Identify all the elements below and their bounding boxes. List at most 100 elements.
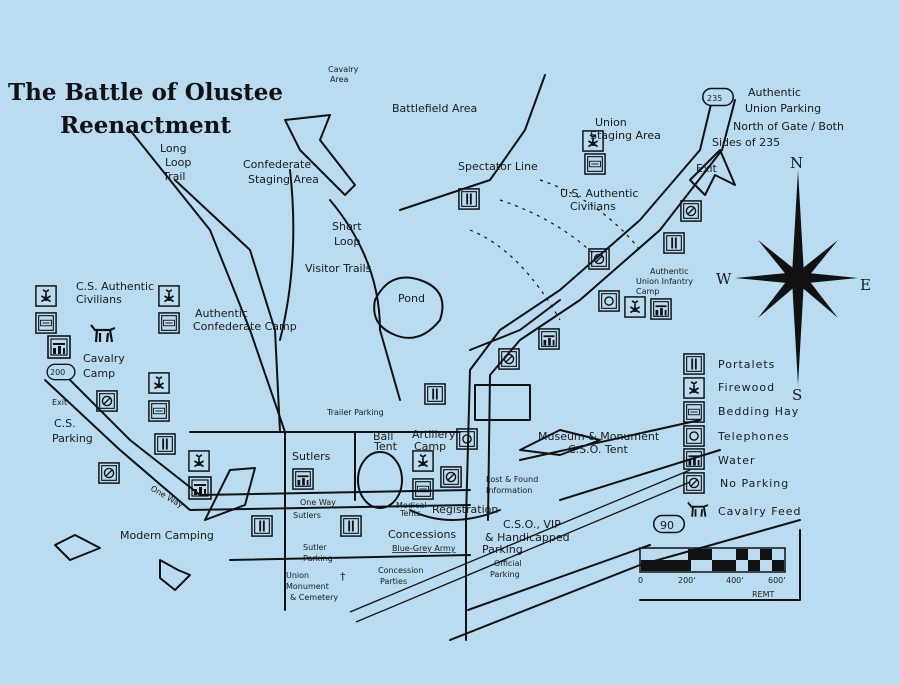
water-icon: [189, 477, 211, 499]
label-short-loop: Short: [332, 220, 362, 233]
label-union-staging: Union: [595, 116, 627, 129]
label-confederate-camp-2: Confederate Camp: [193, 320, 297, 333]
legend-telephone-icon: [684, 426, 704, 446]
compass-s: S: [792, 386, 802, 404]
label-cs-civilians: C.S. Authentic: [76, 280, 154, 293]
label-exit-west: Exit: [52, 398, 67, 407]
compass-rose: N S W E: [716, 154, 871, 404]
staging-arrow: [284, 114, 356, 196]
label-long-loop: Long: [160, 142, 187, 155]
label-information: Information: [486, 486, 532, 495]
label-ball-tent: Ball: [373, 430, 393, 443]
label-union-monument: Union: [286, 571, 309, 580]
label-cavalry-camp: Cavalry: [83, 352, 125, 365]
arrow-west: [54, 534, 101, 561]
label-medical-tents: Medical: [396, 501, 427, 510]
pond-outline: [373, 276, 444, 339]
label-sutlers-top: Sutlers: [292, 450, 331, 463]
label-union-infantry-2: Union Infantry: [636, 277, 693, 286]
label-union-monument-2: Monument: [286, 582, 329, 591]
legend-water-icon: [684, 449, 704, 469]
firewood-icon: [412, 450, 434, 472]
firewood-icon: [35, 285, 57, 307]
label-union-parking-4: Sides of 235: [712, 136, 780, 149]
label-concessions: Concessions: [388, 528, 456, 541]
compass-n: N: [790, 154, 803, 172]
scale-tick-400: 400': [726, 576, 743, 585]
water-icon: [293, 469, 313, 489]
map-labels: Cavalry Area Battlefield Area Long Loop …: [52, 65, 844, 602]
scale-tick-0: 0: [638, 576, 643, 585]
water-icon: [651, 299, 671, 319]
compass-e: E: [860, 276, 871, 294]
legend-hay-icon: [684, 402, 704, 422]
telephone-icon: [457, 429, 477, 449]
arrow-south: [159, 559, 191, 591]
label-us-civilians-2: Civilians: [570, 200, 616, 213]
portalet-icon: [459, 189, 479, 209]
portalet-icon: [425, 384, 445, 404]
map-title-line1: The Battle of Olustee: [8, 79, 283, 106]
label-cso-vip: C.S.O., VIP: [503, 518, 561, 531]
label-confederate-staging: Confederate: [243, 158, 311, 171]
label-union-staging-2: Staging Area: [590, 129, 661, 142]
scale-tick-200: 200': [678, 576, 695, 585]
arrow-camping: [204, 467, 256, 521]
legend-firewood-icon: [683, 377, 705, 399]
label-confederate-staging-2: Staging Area: [248, 173, 319, 186]
portalet-icon: [252, 516, 272, 536]
legend: Portalets Firewood Bedding Hay Telephone…: [683, 354, 801, 518]
label-spectator-line: Spectator Line: [458, 160, 538, 173]
label-one-way-left: One Way: [149, 484, 185, 510]
no-parking-icon: [97, 391, 117, 411]
bedding-hay-icon: [36, 313, 56, 333]
label-battlefield-area: Battlefield Area: [392, 102, 477, 115]
label-concession-parties: Concession: [378, 566, 423, 575]
railroad: [349, 469, 691, 623]
legend-horse-icon: [687, 501, 709, 518]
label-visitor-trails: Visitor Trails: [305, 262, 372, 275]
label-official-parking: Official: [494, 559, 522, 568]
no-parking-icon: [99, 463, 119, 483]
horse-icon: [89, 323, 117, 344]
compass-w: W: [716, 270, 732, 288]
label-cs-civilians-2: Civilians: [76, 293, 122, 306]
map-title-line2: Reenactment: [60, 112, 231, 139]
label-cavalry-area-2: Area: [330, 75, 349, 84]
label-union-infantry-3: Camp: [636, 287, 659, 296]
label-medical-tents-2: Tents: [399, 509, 421, 518]
svg-text:235: 235: [707, 94, 722, 103]
roads: [44, 74, 801, 641]
label-cavalry-camp-2: Camp: [83, 367, 115, 380]
label-sutler-parking-2: Parking: [303, 554, 333, 563]
map-signature: REMT: [752, 590, 775, 599]
no-parking-icon: [499, 349, 519, 369]
legend-label-water: Water: [718, 454, 756, 467]
route-200-shield: 200: [46, 363, 76, 381]
label-us-civilians: U.S. Authentic: [560, 187, 638, 200]
label-union-infantry: Authentic: [650, 267, 689, 276]
label-registration: Registration: [432, 503, 498, 516]
label-lost-found: Lost & Found: [486, 475, 538, 484]
label-modern-camping: Modern Camping: [120, 529, 214, 542]
no-parking-icon: [441, 467, 461, 487]
label-short-loop-2: Loop: [334, 235, 360, 248]
scale-tick-600: 600': [768, 576, 785, 585]
label-long-loop-3: Trail: [162, 170, 185, 183]
legend-portalet-icon: [684, 354, 704, 374]
legend-label-firewood: Firewood: [718, 381, 775, 394]
label-confederate-camp: Authentic: [195, 307, 248, 320]
label-union-parking-3: North of Gate / Both: [733, 120, 844, 133]
museum-arrow: [519, 429, 601, 456]
label-parking: Parking: [482, 543, 523, 556]
label-cso-tent: C.S.O. Tent: [568, 443, 628, 456]
label-one-way-mid: One Way: [300, 498, 336, 507]
legend-label-hay: Bedding Hay: [718, 405, 799, 418]
firewood-icon: [148, 372, 170, 394]
legend-label-no-parking: No Parking: [720, 477, 789, 490]
label-union-monument-3: & Cemetery: [290, 593, 338, 602]
label-museum: Museum & Monument: [538, 430, 660, 443]
label-concession-parties-2: Parties: [380, 577, 407, 586]
label-official-parking-2: Parking: [490, 570, 520, 579]
